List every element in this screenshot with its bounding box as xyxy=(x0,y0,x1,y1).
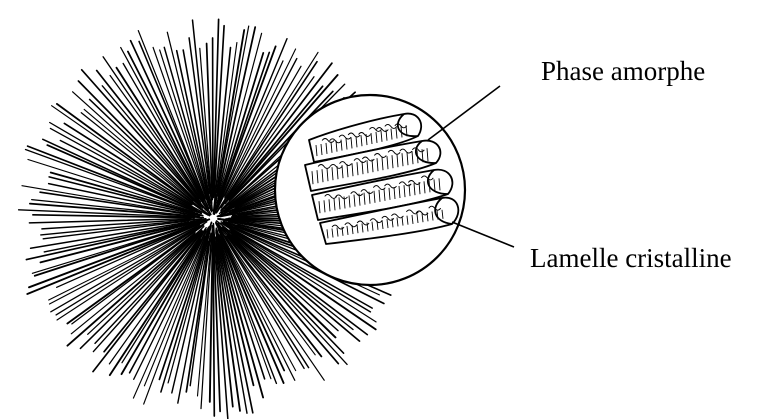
amorphous-phase-label: Phase amorphe xyxy=(541,58,705,85)
crystalline-lamella-label: Lamelle cristalline xyxy=(530,245,732,272)
leader-line-lamella xyxy=(452,222,514,247)
leader-line-amorphous xyxy=(428,86,500,140)
magnified-inset xyxy=(275,95,465,285)
fibril-ray xyxy=(216,224,295,370)
fibril-ray xyxy=(213,232,214,416)
